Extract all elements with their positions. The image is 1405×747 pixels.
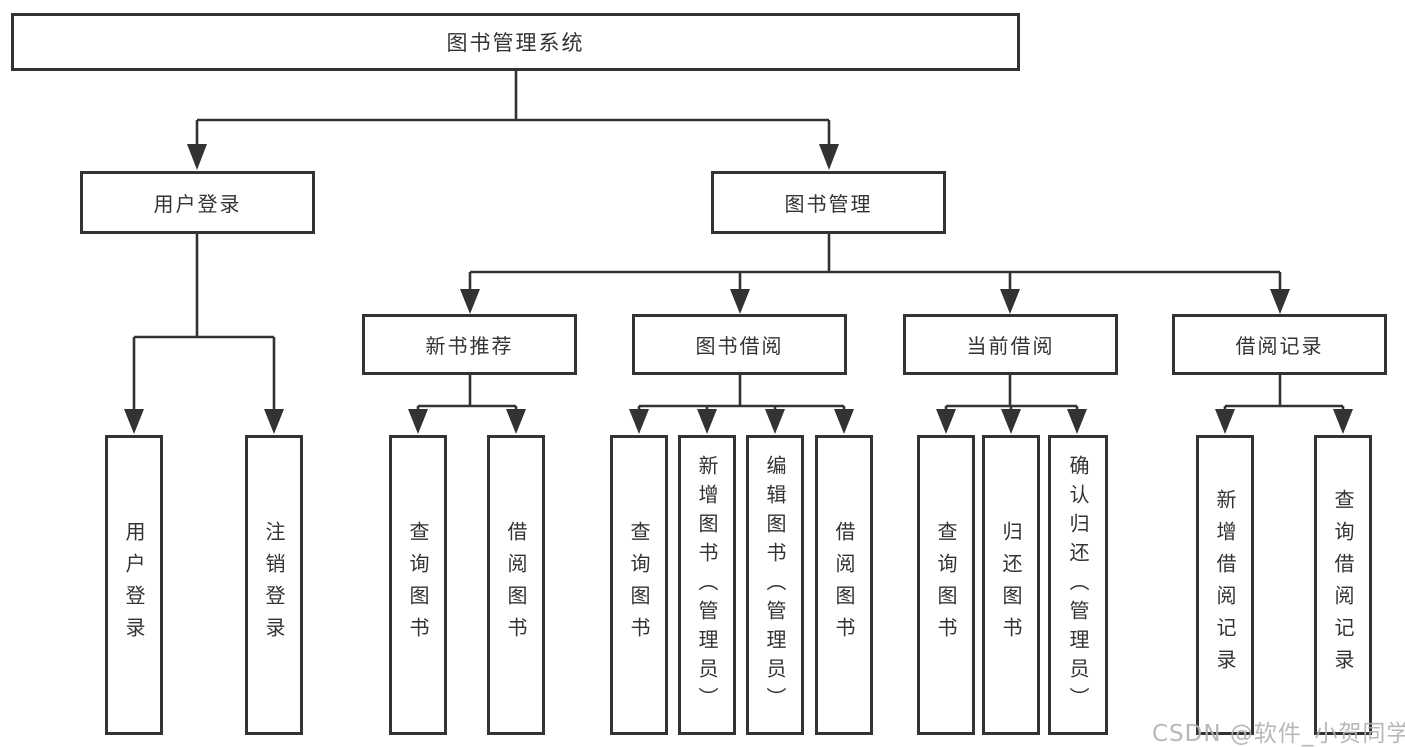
leaf-borrow-book-label: 借阅图书 bbox=[832, 521, 856, 649]
leaf-newbooks-query-label: 查询图书 bbox=[406, 521, 430, 649]
leaf-user-login: 用户登录 bbox=[105, 435, 163, 735]
node-borrow-records: 借阅记录 bbox=[1172, 314, 1387, 375]
node-current-borrow-label: 当前借阅 bbox=[966, 334, 1055, 358]
leaf-newbooks-borrow: 借阅图书 bbox=[487, 435, 545, 735]
leaf-records-add-label: 新增借阅记录 bbox=[1213, 489, 1237, 681]
node-user-login-branch-label: 用户登录 bbox=[153, 192, 242, 216]
leaf-borrow-book: 借阅图书 bbox=[815, 435, 873, 735]
node-system-root-label: 图书管理系统 bbox=[446, 31, 585, 55]
connector-userlogin-children bbox=[132, 234, 276, 411]
connector-root-to-level2 bbox=[195, 71, 831, 146]
leaf-logout-label: 注销登录 bbox=[262, 521, 286, 649]
leaf-records-add: 新增借阅记录 bbox=[1196, 435, 1254, 735]
connector-newbooks-children bbox=[416, 375, 518, 411]
node-new-book-recommend-label: 新书推荐 bbox=[425, 334, 514, 358]
leaf-logout: 注销登录 bbox=[245, 435, 303, 735]
leaf-borrow-add-admin: 新增图书（管理员） bbox=[678, 435, 736, 735]
leaf-current-return-label: 归还图书 bbox=[999, 521, 1023, 649]
node-new-book-recommend: 新书推荐 bbox=[362, 314, 577, 375]
connector-borrow-children bbox=[637, 375, 846, 411]
csdn-watermark: CSDN @软件_小贺同学 bbox=[1152, 721, 1405, 747]
leaf-newbooks-query: 查询图书 bbox=[389, 435, 447, 735]
leaf-borrow-edit-admin: 编辑图书（管理员） bbox=[746, 435, 804, 735]
connector-current-children bbox=[944, 375, 1079, 411]
node-book-borrow: 图书借阅 bbox=[632, 314, 847, 375]
node-borrow-records-label: 借阅记录 bbox=[1235, 334, 1324, 358]
node-user-login-branch: 用户登录 bbox=[80, 171, 315, 234]
leaf-borrow-add-admin-label: 新增图书（管理员） bbox=[695, 454, 719, 716]
node-book-borrow-label: 图书借阅 bbox=[695, 334, 784, 358]
node-book-management-branch: 图书管理 bbox=[711, 171, 946, 234]
leaf-user-login-label: 用户登录 bbox=[122, 521, 146, 649]
leaf-current-return: 归还图书 bbox=[982, 435, 1040, 735]
arrowheads bbox=[124, 144, 1353, 434]
node-system-root: 图书管理系统 bbox=[11, 13, 1020, 71]
node-current-borrow: 当前借阅 bbox=[903, 314, 1118, 375]
node-book-management-branch-label: 图书管理 bbox=[784, 192, 873, 216]
leaf-current-confirm-admin-label: 确认归还（管理员） bbox=[1066, 454, 1090, 716]
leaf-newbooks-borrow-label: 借阅图书 bbox=[504, 521, 528, 649]
leaf-current-query: 查询图书 bbox=[917, 435, 975, 735]
leaf-borrow-query: 查询图书 bbox=[610, 435, 668, 735]
leaf-records-query: 查询借阅记录 bbox=[1314, 435, 1372, 735]
leaf-borrow-query-label: 查询图书 bbox=[627, 521, 651, 649]
connector-records-children bbox=[1223, 375, 1345, 411]
connector-bookmgmt-level3 bbox=[468, 234, 1282, 291]
leaf-current-query-label: 查询图书 bbox=[934, 521, 958, 649]
leaf-records-query-label: 查询借阅记录 bbox=[1331, 489, 1355, 681]
leaf-current-confirm-admin: 确认归还（管理员） bbox=[1048, 435, 1108, 735]
leaf-borrow-edit-admin-label: 编辑图书（管理员） bbox=[763, 454, 787, 716]
